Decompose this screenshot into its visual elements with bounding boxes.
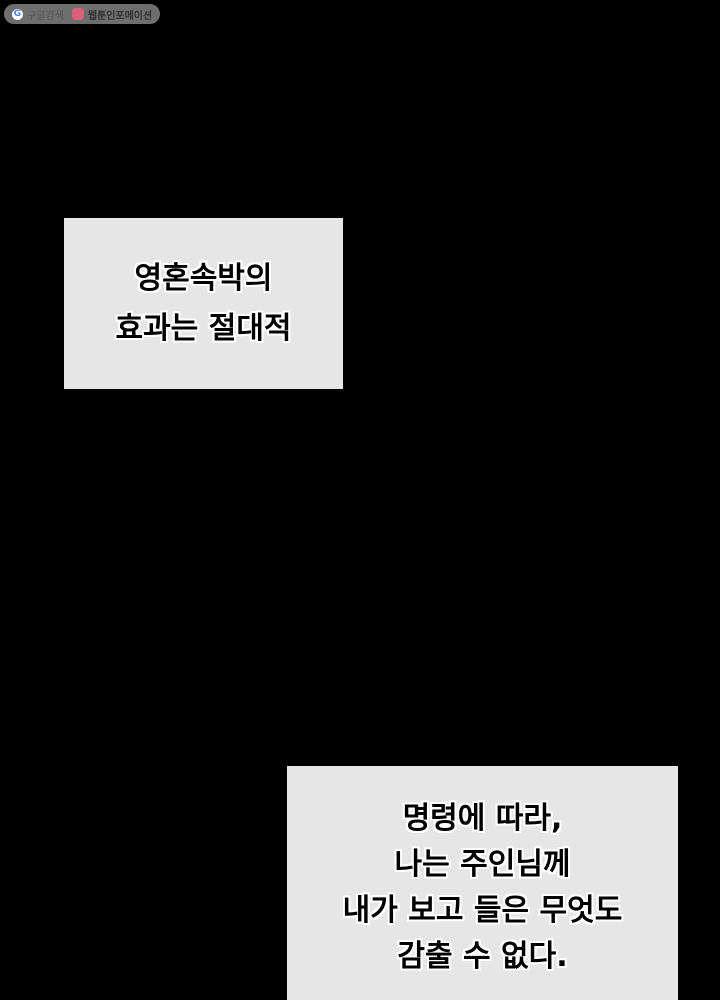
caption-line: 명령에 따라, — [402, 801, 563, 836]
caption-line: 감출 수 없다. — [397, 939, 568, 974]
watermark: G 구글검색 웹툰인포메이션 — [4, 4, 161, 24]
caption-line: 내가 보고 들은 무엇도 — [342, 893, 623, 928]
watermark-search-text: 구글검색 — [27, 10, 64, 22]
watermark-site-text: 웹툰인포메이션 — [87, 10, 153, 22]
caption-box-1: 영혼속박의 효과는 절대적 — [64, 218, 343, 389]
caption-line: 나는 주인님께 — [394, 847, 571, 882]
caption-line: 효과는 절대적 — [115, 310, 292, 346]
webtoon-badge-icon — [71, 8, 84, 20]
caption-box-2: 명령에 따라, 나는 주인님께 내가 보고 들은 무엇도 감출 수 없다. — [287, 766, 678, 1000]
google-logo-icon: G — [12, 8, 23, 20]
caption-line: 영혼속박의 — [134, 260, 273, 296]
